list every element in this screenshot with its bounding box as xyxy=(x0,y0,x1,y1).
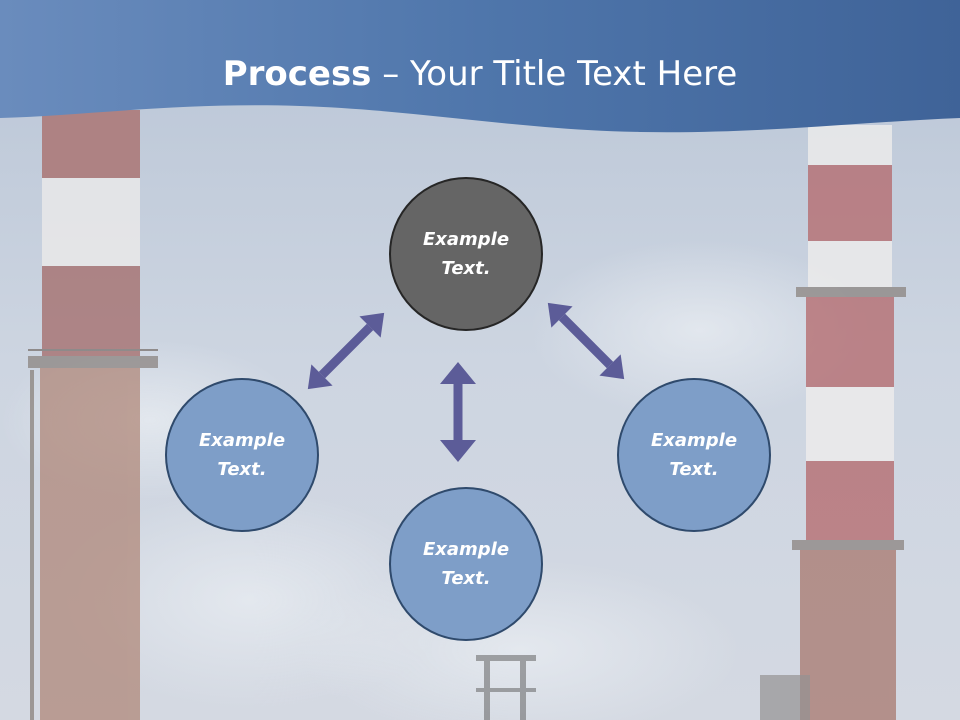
left-node: Example Text. xyxy=(165,378,319,532)
right-node: Example Text. xyxy=(617,378,771,532)
industrial-structure xyxy=(476,655,536,720)
right-node-label: Example Text. xyxy=(650,430,738,480)
left-node-label: Example Text. xyxy=(198,430,286,480)
arrow-center-to-right xyxy=(547,302,625,380)
title-bold: Process xyxy=(222,54,372,94)
bottom-node-label: Example Text. xyxy=(422,539,510,589)
title-rest: – Your Title Text Here xyxy=(371,54,738,94)
bottom-node: Example Text. xyxy=(389,487,543,641)
left-chimney xyxy=(28,110,158,720)
center-node: Example Text. xyxy=(389,177,543,331)
center-node-label: Example Text. xyxy=(422,229,510,279)
page-title: Process – Your Title Text Here xyxy=(0,52,960,96)
header-band xyxy=(0,0,960,133)
right-chimney xyxy=(760,125,906,720)
arrow-center-to-bottom xyxy=(440,362,476,462)
arrow-center-to-left xyxy=(307,312,385,390)
diagram-arrows xyxy=(307,302,625,462)
